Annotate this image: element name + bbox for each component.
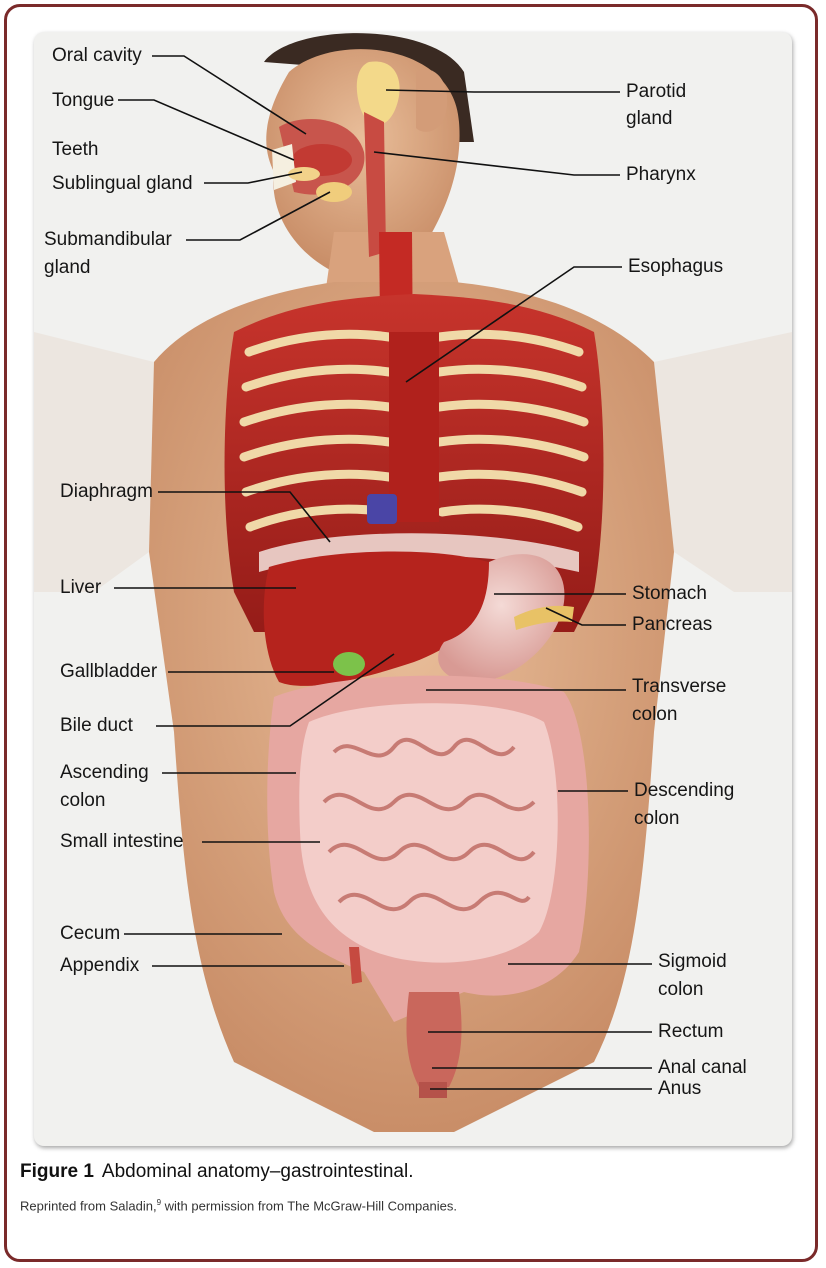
credit-text: Reprinted from Saladin, (20, 1198, 157, 1213)
label-submandibular-gland-line2: gland (44, 256, 91, 279)
label-esophagus: Esophagus (628, 255, 723, 278)
anatomy-illustration: Oral cavity Tongue Teeth Sublingual glan… (34, 32, 792, 1146)
label-small-intestine: Small intestine (60, 830, 184, 853)
label-oral-cavity: Oral cavity (52, 44, 142, 67)
label-gallbladder: Gallbladder (60, 660, 157, 683)
label-stomach: Stomach (632, 582, 707, 605)
leader-oral-cavity (152, 56, 306, 134)
leader-bile-duct (156, 654, 394, 726)
label-transverse-colon-line1: Transverse (632, 675, 726, 698)
label-ascending-colon-line1: Ascending (60, 761, 149, 784)
label-pancreas: Pancreas (632, 613, 712, 636)
label-appendix: Appendix (60, 954, 139, 977)
label-anus: Anus (658, 1077, 701, 1100)
figure-caption: Figure 1 Abdominal anatomy–gastrointestin… (20, 1160, 800, 1213)
label-submandibular-gland-line1: Submandibular (44, 228, 172, 251)
label-parotid-gland-line2: gland (626, 107, 673, 130)
label-parotid-gland-line1: Parotid (626, 80, 686, 103)
figure-number: Figure 1 (20, 1161, 94, 1182)
leader-parotid-gland (386, 90, 620, 92)
caption-title: Figure 1 Abdominal anatomy–gastrointestin… (20, 1160, 800, 1184)
label-anal-canal: Anal canal (658, 1056, 747, 1079)
leader-pharynx (374, 152, 620, 175)
leader-esophagus (406, 267, 622, 382)
label-liver: Liver (60, 576, 101, 599)
credit-permission: with permission from The McGraw-Hill Com… (161, 1198, 457, 1213)
label-cecum: Cecum (60, 922, 120, 945)
label-rectum: Rectum (658, 1020, 723, 1043)
label-transverse-colon-line2: colon (632, 703, 677, 726)
label-ascending-colon-line2: colon (60, 789, 105, 812)
label-pharynx: Pharynx (626, 163, 696, 186)
label-sublingual-gland: Sublingual gland (52, 172, 193, 195)
figure-title-text: Abdominal anatomy–gastrointestinal. (102, 1161, 414, 1182)
label-descending-colon-line2: colon (634, 807, 679, 830)
leader-submandibular-gland (186, 192, 330, 240)
leader-diaphragm (158, 492, 330, 542)
label-diaphragm: Diaphragm (60, 480, 153, 503)
leader-sublingual-gland (204, 172, 302, 183)
label-descending-colon-line1: Descending (634, 779, 734, 802)
leader-pancreas (546, 608, 626, 625)
label-bile-duct: Bile duct (60, 714, 133, 737)
label-tongue: Tongue (52, 89, 114, 112)
caption-credit: Reprinted from Saladin,9 with permission… (20, 1198, 800, 1213)
label-teeth: Teeth (52, 138, 98, 161)
label-sigmoid-colon-line1: Sigmoid (658, 950, 727, 973)
label-sigmoid-colon-line2: colon (658, 978, 703, 1001)
